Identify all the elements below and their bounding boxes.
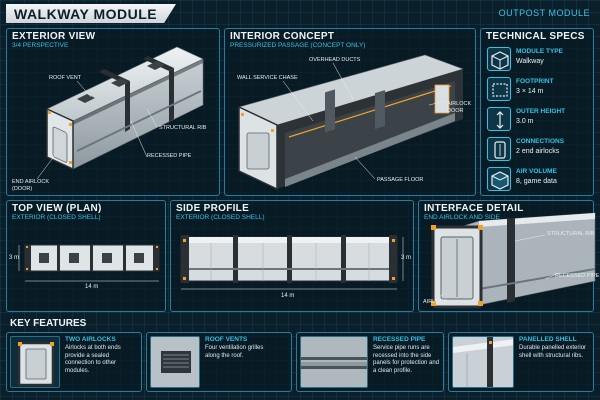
callout-passage-floor: PASSAGE FLOOR: [377, 177, 424, 183]
callout-interface-structural-rib: STRUCTURAL RIB: [547, 231, 595, 237]
feature-title: ROOF VENTS: [205, 336, 248, 343]
spec-label: CONNECTIONS: [516, 138, 565, 145]
height-arrow-icon: [487, 107, 511, 131]
technical-specs-panel: TECHNICAL SPECS MODULE TYPE Walkway FOOT…: [480, 28, 594, 196]
side-profile-length-label: 14 m: [281, 293, 295, 299]
key-features-title: KEY FEATURES: [10, 318, 87, 329]
interior-concept-panel: INTERIOR CONCEPT PRESSURIZED PASSAGE (CO…: [224, 28, 476, 196]
feature-vent-thumbnail: [150, 336, 200, 388]
cube-icon: [487, 47, 511, 71]
feature-desc: Four ventilation grilles along the roof.: [205, 345, 264, 359]
callout-end-airlock-door: (DOOR): [12, 186, 33, 192]
feature-desc: Durable panelled exterior shell with str…: [519, 345, 587, 359]
feature-two-airlocks: TWO AIRLOCKS Airlocks at both ends provi…: [6, 332, 142, 392]
spec-value: 3 × 14 m: [516, 88, 544, 95]
footprint-icon: [487, 77, 511, 101]
spec-footprint: FOOTPRINT 3 × 14 m: [487, 75, 591, 105]
spec-value: 3.0 m: [516, 118, 534, 125]
feature-title: RECESSED PIPE: [373, 336, 426, 343]
interface-detail-subtitle: END AIRLOCK AND SIDE: [424, 214, 500, 221]
spec-value: Walkway: [516, 58, 544, 65]
top-view-title: TOP VIEW (PLAN): [12, 203, 102, 214]
spec-module-type: MODULE TYPE Walkway: [487, 45, 591, 75]
feature-title: PANELLED SHELL: [519, 336, 577, 343]
feature-desc: Airlocks at both ends provide a sealed c…: [65, 345, 121, 374]
header: WALKWAY MODULE OUTPOST MODULE: [6, 4, 594, 24]
spec-label: AIR VOLUME: [516, 168, 557, 175]
top-view-length-label: 14 m: [85, 284, 99, 290]
spec-label: OUTER HEIGHT: [516, 108, 566, 115]
feature-airlock-thumbnail: [10, 336, 60, 388]
side-profile-panel: SIDE PROFILE EXTERIOR (CLOSED SHELL) 3 m…: [170, 200, 414, 312]
callout-interface-recessed-pipe: RECESSED PIPE: [555, 273, 600, 279]
side-profile-drawing: [180, 235, 404, 290]
feature-panelled-shell: PANELLED SHELL Durable panelled exterior…: [448, 332, 594, 392]
side-profile-subtitle: EXTERIOR (CLOSED SHELL): [176, 214, 265, 221]
exterior-view-panel: EXTERIOR VIEW 3/4 PERSPECTIVE: [6, 28, 220, 196]
spec-label: MODULE TYPE: [516, 48, 563, 55]
side-profile-height-label: 3 m: [401, 255, 412, 261]
top-view-subtitle: EXTERIOR (CLOSED SHELL): [12, 214, 101, 221]
callout-interface-airlock: AIRLOCK: [423, 299, 448, 305]
feature-pipe-thumbnail: [300, 336, 368, 388]
outpost-badge: OUTPOST MODULE: [498, 8, 590, 18]
interface-detail-panel: INTERFACE DETAIL END AIRLOCK AND SIDE ST…: [418, 200, 599, 312]
exterior-view-subtitle: 3/4 PERSPECTIVE: [12, 42, 69, 49]
spec-value: 2 end airlocks: [516, 148, 560, 155]
callout-structural-rib: STRUCTURAL RIB: [159, 125, 207, 131]
interior-passage-drawing: [238, 54, 464, 191]
feature-recessed-pipe: RECESSED PIPE Service pipe runs are rece…: [296, 332, 444, 392]
exterior-view-title: EXTERIOR VIEW: [12, 31, 96, 42]
top-view-panel: TOP VIEW (PLAN) EXTERIOR (CLOSED SHELL) …: [6, 200, 166, 312]
feature-roof-vents: ROOF VENTS Four ventilation grilles alon…: [146, 332, 292, 392]
callout-recessed-pipe: RECESSED PIPE: [147, 153, 192, 159]
callout-overhead-ducts: OVERHEAD DUCTS: [309, 57, 361, 63]
interface-detail-title: INTERFACE DETAIL: [424, 203, 524, 214]
callout-roof-vent: ROOF VENT: [49, 75, 82, 81]
top-view-width-label: 3 m: [9, 255, 20, 261]
callout-wall-service-chase: WALL SERVICE CHASE: [237, 75, 298, 81]
side-profile-title: SIDE PROFILE: [176, 203, 250, 214]
interior-concept-subtitle: PRESSURIZED PASSAGE (CONCEPT ONLY): [230, 42, 366, 49]
feature-shell-thumbnail: [452, 336, 514, 388]
spec-air-volume: AIR VOLUME 8, game data: [487, 165, 591, 195]
callout-airlock-door: AIRLOCK: [447, 101, 472, 107]
page-title: WALKWAY MODULE: [6, 4, 176, 23]
top-view-drawing: [18, 244, 160, 282]
technical-specs-title: TECHNICAL SPECS: [486, 31, 585, 42]
feature-title: TWO AIRLOCKS: [65, 336, 116, 343]
spec-label: FOOTPRINT: [516, 78, 554, 85]
callout-airlock-door-2: DOOR: [447, 108, 464, 114]
feature-desc: Service pipe runs are recessed into the …: [373, 345, 440, 374]
spec-outer-height: OUTER HEIGHT 3.0 m: [487, 105, 591, 135]
spec-value: 8, game data: [516, 178, 557, 185]
spec-connections: CONNECTIONS 2 end airlocks: [487, 135, 591, 165]
air-cube-icon: [487, 167, 511, 191]
exterior-module-drawing: [36, 46, 204, 180]
interior-concept-title: INTERIOR CONCEPT: [230, 31, 335, 42]
callout-end-airlock: END AIRLOCK: [12, 179, 49, 185]
interface-detail-drawing: [431, 212, 596, 309]
door-icon: [487, 137, 511, 161]
